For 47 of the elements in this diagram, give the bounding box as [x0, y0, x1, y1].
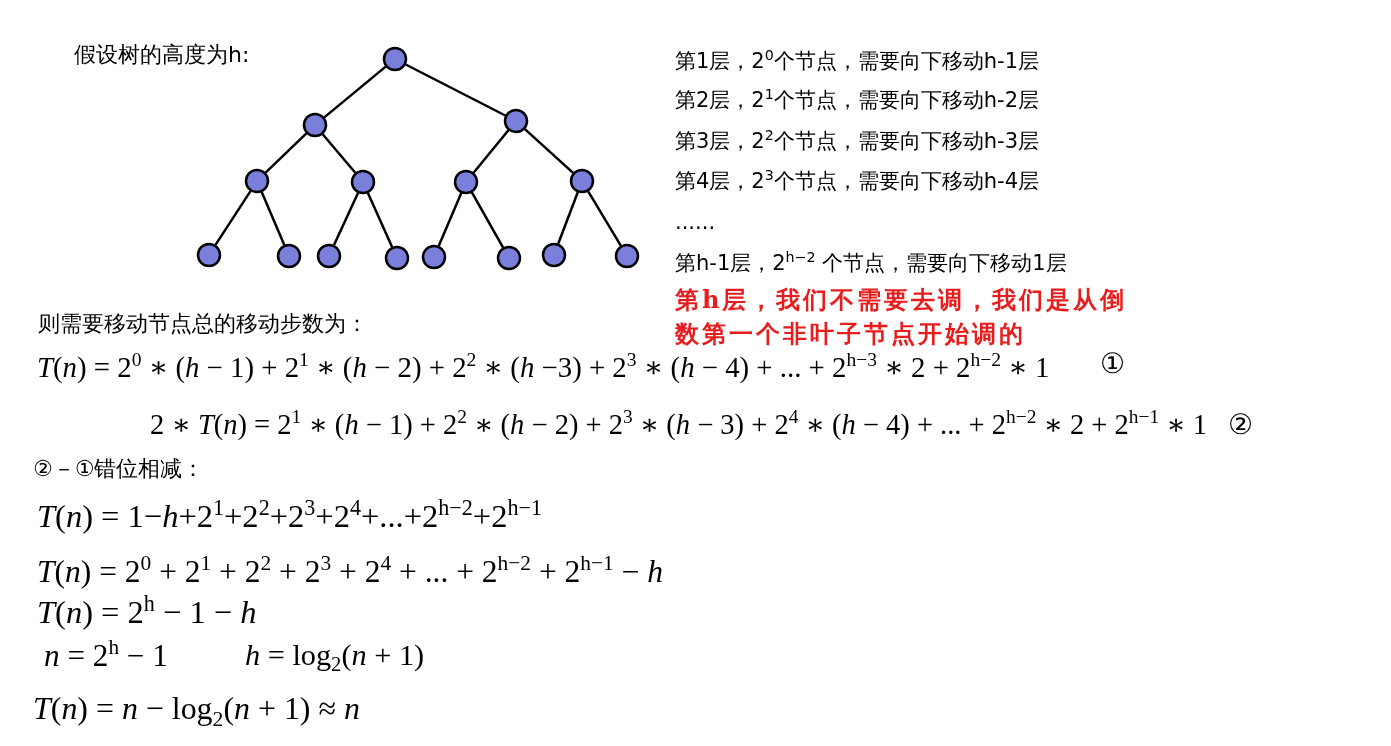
formula: T(n) = n − log$_{2}$(n + 1) ≈ n	[33, 690, 360, 729]
tree-node	[614, 243, 640, 269]
tree-node	[302, 112, 328, 138]
heading-text: 假设树的高度为h:	[74, 41, 250, 69]
level-description: 第4层，2$^{3}$个节点，需要向下移动h-4层	[675, 168, 1040, 194]
tree-edge	[437, 192, 463, 247]
level-description: 第h-1层，2$^{h−2}$ 个节点，需要向下移动1层	[675, 250, 1067, 276]
tree-edge	[587, 190, 622, 247]
tree-edge	[470, 191, 505, 249]
formula: T(n) = 1−h+2$^{1}$+2$^{2}$+2$^{3}$+2$^{4}$+...+2$^{h−2}$+2$^{h−1}$	[37, 495, 542, 536]
tree-edge	[260, 191, 286, 246]
ellipsis-text: ......	[675, 209, 716, 235]
tree-node	[244, 168, 270, 194]
formula: h = log$_{2}$(n + 1)	[245, 637, 425, 674]
tree-edge	[524, 128, 574, 174]
formula: T(n) = 2$^{h}$ − 1 − h	[37, 591, 257, 632]
tree-edge	[332, 192, 360, 246]
level-description: 第1层，2$^{0}$个节点，需要向下移动h-1层	[675, 48, 1040, 74]
formula: n = 2$^{h}$ − 1	[44, 635, 168, 675]
formula: 2 ∗ T(n) = 2$^{1}$ ∗ (h − 1) + 2$^{2}$ ∗ (h − 2) + 2$^{3}$ ∗ (h − 3) + 2$^{4}$ ∗ (h − 4) + ... + 2$^{h−2}$ ∗ 2 + 2$^{h−1}$ ∗ 1	[150, 407, 1207, 442]
tree-node	[350, 169, 376, 195]
tree-node	[503, 108, 529, 134]
formula: T(n) = 2$^{0}$ + 2$^{1}$ + 2$^{2}$ + 2$^{3}$ + 2$^{4}$ + ... + 2$^{h−2}$ + 2$^{h−1}$ − h	[37, 551, 664, 591]
tree-edge	[323, 65, 387, 119]
tree-edge	[472, 129, 510, 174]
tree-node	[276, 243, 302, 269]
level-description: 第2层，2$^{1}$个节点，需要向下移动h-2层	[675, 87, 1040, 113]
tree-edge	[264, 132, 308, 174]
tree-edge	[405, 63, 506, 117]
tree-node	[541, 242, 567, 268]
tree-edge	[214, 190, 252, 246]
equation-number: ②	[1228, 406, 1254, 442]
tree-edge	[557, 191, 579, 245]
tree-node	[421, 244, 447, 270]
tree-node	[196, 242, 222, 268]
tree-node	[496, 245, 522, 271]
tree-edge	[321, 133, 357, 174]
tree-node	[384, 245, 410, 271]
heading-text: ②－①错位相减：	[33, 455, 205, 483]
tree-node	[316, 243, 342, 269]
formula: T(n) = 2$^{0}$ ∗ (h − 1) + 2$^{1}$ ∗ (h − 2) + 2$^{2}$ ∗ (h −3) + 2$^{3}$ ∗ (h − 4) + ... + 2$^{h−3}$ ∗ 2 + 2$^{h−2}$ ∗ 1	[37, 349, 1050, 385]
tree-node	[453, 169, 479, 195]
level-description: 第3层，2$^{2}$个节点，需要向下移动h-3层	[675, 128, 1040, 154]
heading-text: 则需要移动节点总的移动步数为：	[38, 310, 368, 338]
tree-edge	[366, 192, 394, 248]
tree-node	[382, 46, 408, 72]
tree-node	[569, 168, 595, 194]
